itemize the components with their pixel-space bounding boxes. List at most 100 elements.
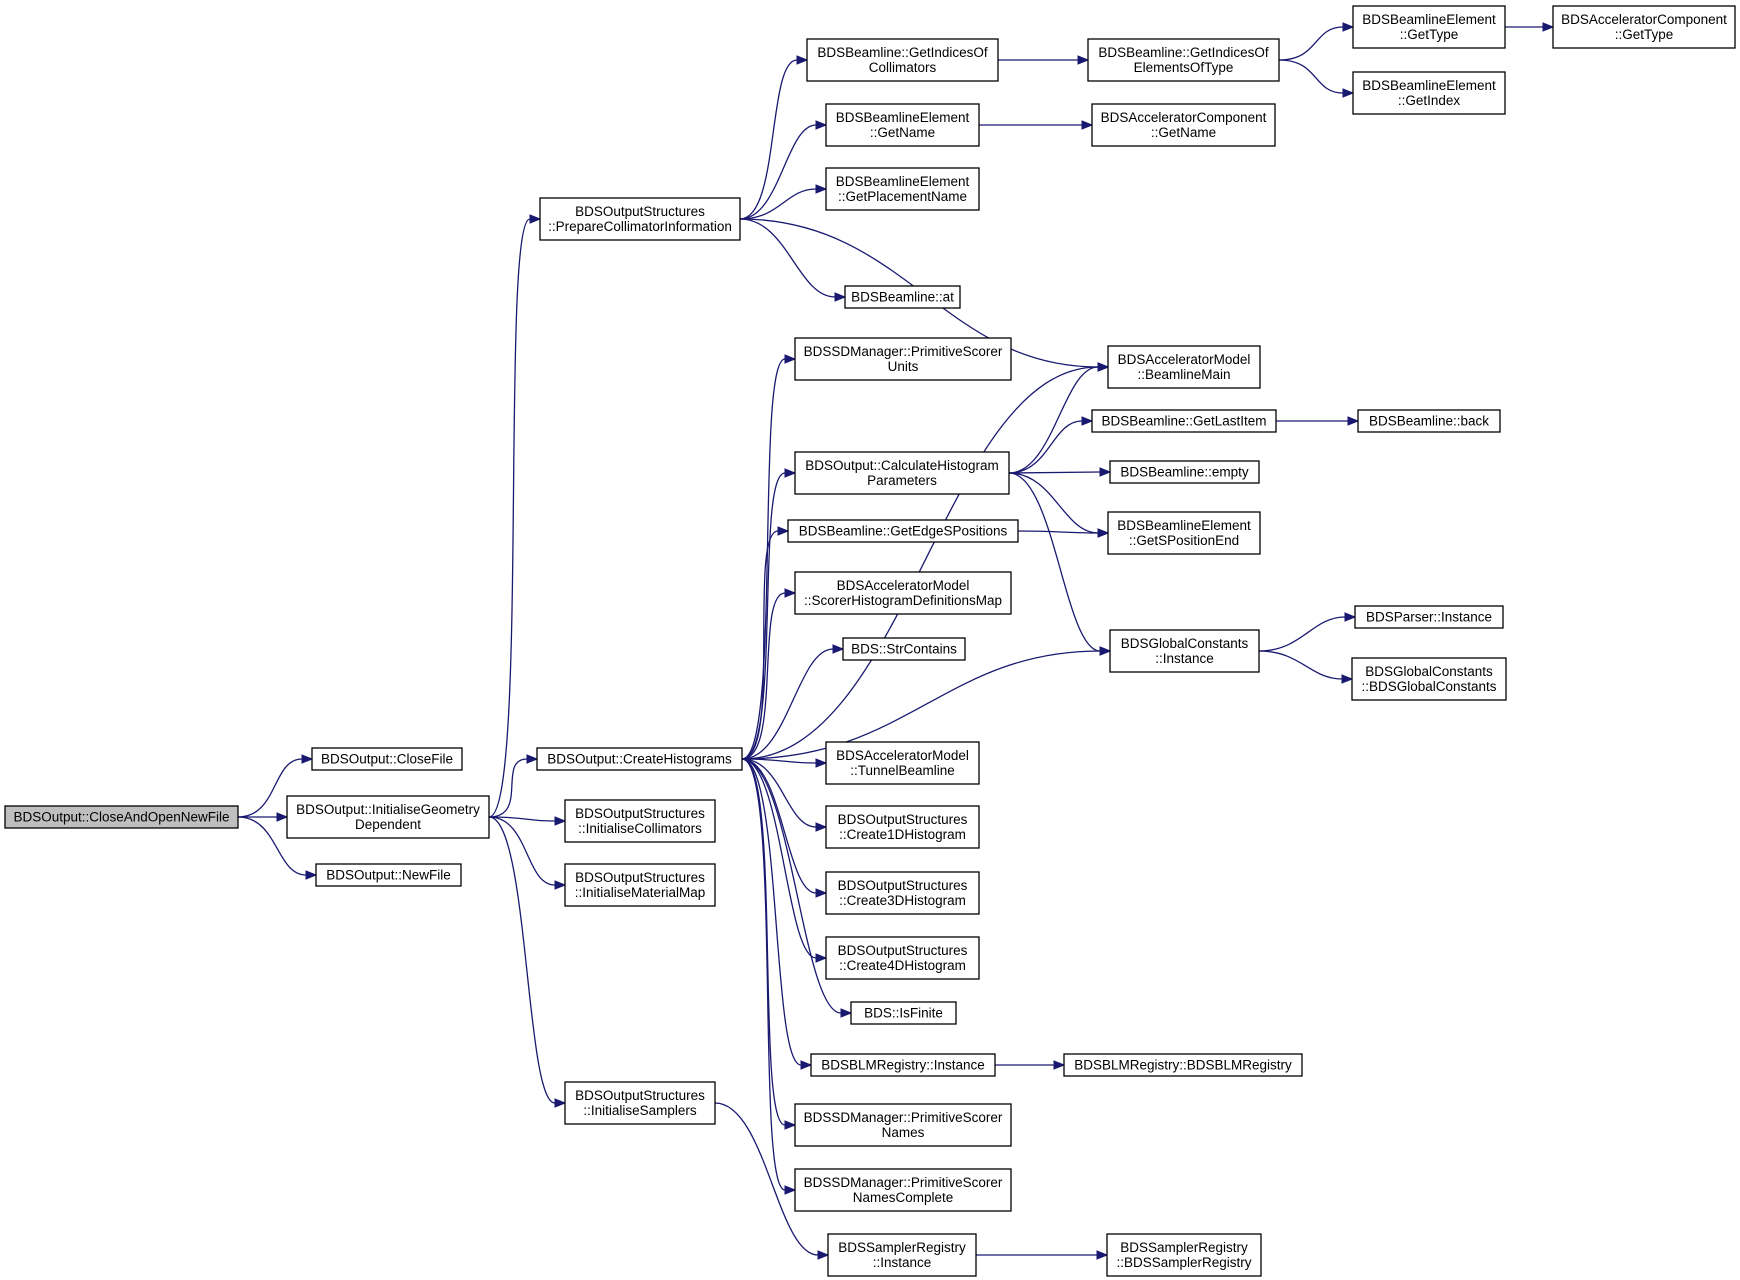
edge-arrowhead: [840, 1008, 853, 1018]
node-parserinst[interactable]: BDSParser::Instance: [1354, 605, 1504, 629]
edge-getidxtype-to-elindex: [1278, 59, 1344, 94]
node-sposend[interactable]: BDSBeamlineElement::GetSPositionEnd: [1107, 511, 1261, 555]
node-blmain[interactable]: BDSAcceleratorModel::BeamlineMain: [1107, 345, 1261, 389]
node-c4d[interactable]: BDSOutputStructures::Create4DHistogram: [825, 936, 980, 980]
edge-arrowhead: [784, 468, 797, 478]
node-initmat[interactable]: BDSOutputStructures::InitialiseMaterialM…: [564, 863, 716, 907]
node-label: Dependent: [355, 817, 421, 832]
node-label: Names: [882, 1125, 925, 1140]
node-c1d[interactable]: BDSOutputStructures::Create1DHistogram: [825, 805, 980, 849]
edge-arrowhead: [1342, 88, 1355, 98]
node-box: [1063, 1053, 1303, 1077]
edge-arrowhead: [815, 120, 828, 130]
node-label: BDSOutput::InitialiseGeometry: [296, 802, 480, 817]
node-label: BDSBLMRegistry::Instance: [821, 1058, 985, 1073]
edge-calchist-to-blmain: [1008, 366, 1099, 474]
node-scorermap[interactable]: BDSAcceleratorModel::ScorerHistogramDefi…: [794, 571, 1012, 615]
node-label: BDSOutput::CalculateHistogram: [805, 458, 999, 473]
node-getname[interactable]: BDSBeamlineElement::GetName: [825, 103, 980, 147]
node-label: BDSSDManager::PrimitiveScorer: [804, 1110, 1003, 1125]
node-edgespos[interactable]: BDSBeamline::GetEdgeSPositions: [787, 519, 1019, 543]
node-box: [286, 795, 490, 839]
node-label: BDSBeamlineElement: [836, 174, 970, 189]
node-box: [564, 799, 716, 843]
node-label: BDSAcceleratorModel: [836, 748, 969, 763]
node-elindex[interactable]: BDSBeamlineElement::GetIndex: [1352, 71, 1506, 115]
node-createhist[interactable]: BDSOutput::CreateHistograms: [536, 747, 743, 771]
node-psnamescomplete[interactable]: BDSSDManager::PrimitiveScorerNamesComple…: [794, 1168, 1012, 1212]
node-blat[interactable]: BDSBeamline::at: [844, 285, 961, 309]
node-initcoll[interactable]: BDSOutputStructures::InitialiseCollimato…: [564, 799, 716, 843]
node-label: Units: [888, 359, 919, 374]
node-label: ::GetSPositionEnd: [1129, 533, 1239, 548]
node-acctype[interactable]: BDSAcceleratorComponent::GetType: [1552, 5, 1736, 49]
node-sampinst[interactable]: BDSSamplerRegistry::Instance: [827, 1233, 977, 1277]
node-box: [810, 1053, 996, 1077]
node-label: BDS::StrContains: [851, 642, 957, 657]
edge-arrowhead: [800, 1060, 813, 1070]
edge-createhist-to-blmain: [741, 366, 1099, 760]
edge-arrowhead: [1347, 416, 1360, 426]
edge-createhist-to-edgespos: [741, 530, 779, 760]
edge-createhist-to-isfinite: [741, 758, 842, 1014]
node-closefile[interactable]: BDSOutput::CloseFile: [311, 747, 463, 771]
edge-arrowhead: [815, 888, 828, 898]
node-lastitem[interactable]: BDSBeamline::GetLastItem: [1091, 409, 1277, 433]
node-getplacement[interactable]: BDSBeamlineElement::GetPlacementName: [825, 167, 980, 211]
edge-arrowhead: [1342, 22, 1355, 32]
node-newfile[interactable]: BDSOutput::NewFile: [315, 863, 462, 887]
node-strcontains[interactable]: BDS::StrContains: [842, 637, 966, 661]
edge-arrowhead: [276, 812, 289, 822]
node-label: ::Instance: [1155, 651, 1214, 666]
node-root[interactable]: BDSOutput::CloseAndOpenNewFile: [4, 805, 239, 829]
node-box: [1107, 345, 1261, 389]
node-initsamp[interactable]: BDSOutputStructures::InitialiseSamplers: [564, 1081, 716, 1125]
edge-createhist-to-psnames: [741, 758, 786, 1126]
node-isfinite[interactable]: BDS::IsFinite: [850, 1001, 957, 1025]
node-label: BDSAcceleratorModel: [1118, 352, 1251, 367]
edge-arrowhead: [834, 292, 847, 302]
node-label: ::BDSSamplerRegistry: [1116, 1255, 1251, 1270]
node-box: [825, 741, 980, 785]
node-label: BDSSamplerRegistry: [1120, 1240, 1248, 1255]
node-blmctor[interactable]: BDSBLMRegistry::BDSBLMRegistry: [1063, 1053, 1303, 1077]
node-gcinst[interactable]: BDSGlobalConstants::Instance: [1109, 629, 1260, 673]
node-box: [827, 1233, 977, 1277]
node-sampctor[interactable]: BDSSamplerRegistry::BDSSamplerRegistry: [1106, 1233, 1262, 1277]
node-label: BDSOutputStructures: [575, 806, 705, 821]
node-label: ElementsOfType: [1134, 60, 1234, 75]
edge-arrowhead: [1099, 467, 1112, 477]
edge-prepcoll-to-blat: [739, 218, 836, 298]
node-c3d[interactable]: BDSOutputStructures::Create3DHistogram: [825, 871, 980, 915]
node-box: [1357, 409, 1501, 433]
edge-arrowhead: [1053, 1060, 1066, 1070]
node-box: [4, 805, 239, 829]
node-box: [311, 747, 463, 771]
node-box: [794, 1103, 1012, 1147]
edge-arrowhead: [554, 880, 567, 890]
node-blminst[interactable]: BDSBLMRegistry::Instance: [810, 1053, 996, 1077]
node-prepcoll[interactable]: BDSOutputStructures::PrepareCollimatorIn…: [539, 197, 741, 241]
node-label: ::TunnelBeamline: [850, 763, 955, 778]
node-accgetname[interactable]: BDSAcceleratorComponent::GetName: [1091, 103, 1276, 147]
edge-calchist-to-blempty: [1008, 471, 1101, 474]
node-label: BDSBeamlineElement: [1362, 78, 1496, 93]
node-tunnelbl[interactable]: BDSAcceleratorModel::TunnelBeamline: [825, 741, 980, 785]
node-label: ::GetIndex: [1398, 93, 1461, 108]
node-label: ::ScorerHistogramDefinitionsMap: [804, 593, 1002, 608]
node-blback[interactable]: BDSBeamline::back: [1357, 409, 1501, 433]
node-box: [1354, 605, 1504, 629]
edge-root-to-closefile: [237, 758, 303, 818]
node-label: ::InitialiseCollimators: [578, 821, 702, 836]
node-blempty[interactable]: BDSBeamline::empty: [1109, 460, 1260, 484]
edge-arrowhead: [777, 526, 790, 536]
node-eltype[interactable]: BDSBeamlineElement::GetType: [1352, 5, 1506, 49]
node-gcctor[interactable]: BDSGlobalConstants::BDSGlobalConstants: [1351, 657, 1507, 701]
